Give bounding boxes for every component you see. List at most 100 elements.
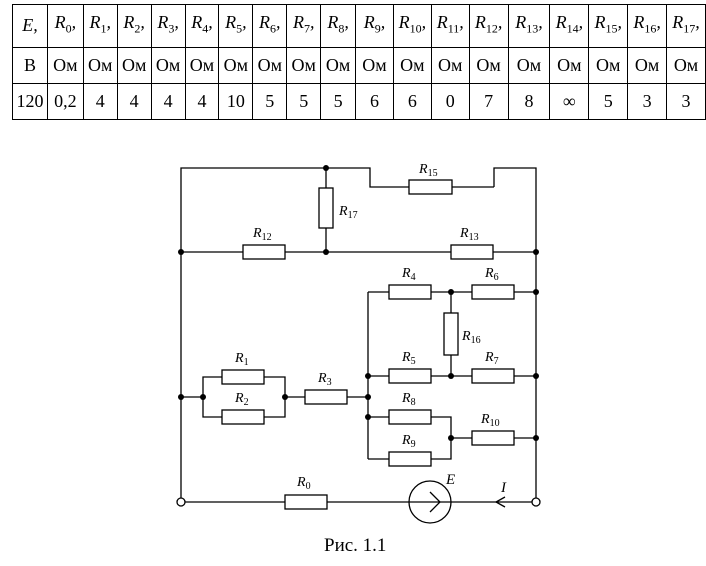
header-symbol: R <box>363 12 375 32</box>
unit-cell: Ом <box>588 46 629 84</box>
header-subscript: 16 <box>644 21 657 36</box>
header-symbol: R <box>594 12 606 32</box>
label-r8: R8 <box>401 391 416 408</box>
header-symbol: R <box>515 12 527 32</box>
unit-cell: Ом <box>286 46 322 84</box>
value-cell: ∞ <box>549 82 590 120</box>
header-subscript: 8 <box>338 21 345 36</box>
header-subscript: 15 <box>605 21 618 36</box>
header-cell: R9, <box>355 4 394 48</box>
header-cell: R8, <box>320 4 357 48</box>
resistor-r15 <box>408 179 453 195</box>
unit-cell: Ом <box>46 46 84 84</box>
unit-cell: Ом <box>549 46 590 84</box>
unit-cell: Ом <box>468 46 509 84</box>
header-cell: R10, <box>392 4 432 48</box>
value-cell: 5 <box>286 82 322 120</box>
label-r5: R5 <box>401 350 416 367</box>
resistor-r1 <box>221 369 265 385</box>
junction-dot <box>323 165 329 171</box>
label-r0: R0 <box>296 475 311 492</box>
resistor-r0 <box>284 494 328 510</box>
resistor-r10 <box>471 430 515 446</box>
header-subscript: 5 <box>236 21 243 36</box>
junction-dot <box>323 249 329 255</box>
header-symbol: R <box>555 12 567 32</box>
unit-cell: Ом <box>150 46 186 84</box>
header-symbol: R <box>672 12 684 32</box>
label-r16: R16 <box>461 329 481 346</box>
header-subscript: 17 <box>683 21 696 36</box>
header-subscript: 11 <box>447 21 460 36</box>
header-symbol: R <box>633 12 645 32</box>
resistor-r3 <box>304 389 348 405</box>
header-symbol: R <box>436 12 448 32</box>
terminal-left <box>176 497 186 507</box>
junction-dot <box>282 394 288 400</box>
label-r6: R6 <box>484 266 499 283</box>
unit-cell: Ом <box>666 46 706 84</box>
header-subscript: 13 <box>526 21 539 36</box>
resistor-r12 <box>242 244 286 260</box>
resistor-r2 <box>221 409 265 425</box>
resistor-r4 <box>388 284 432 300</box>
resistor-r16 <box>443 312 459 356</box>
header-symbol: R <box>225 12 237 32</box>
figure-caption: Рис. 1.1 <box>324 535 387 556</box>
value-cell: 120 <box>12 82 48 120</box>
terminal-right <box>531 497 541 507</box>
label-r9: R9 <box>401 433 416 450</box>
header-subscript: 10 <box>409 21 422 36</box>
header-subscript: 1 <box>100 21 107 36</box>
header-cell: R7, <box>286 4 322 48</box>
value-cell: 4 <box>116 82 152 120</box>
header-cell: R15, <box>588 4 629 48</box>
value-cell: 0,2 <box>46 82 84 120</box>
junction-dot <box>533 249 539 255</box>
resistor-r17 <box>318 187 334 229</box>
header-symbol: R <box>292 12 304 32</box>
header-symbol: R <box>259 12 271 32</box>
junction-dot <box>200 394 206 400</box>
resistor-r9 <box>388 451 432 467</box>
value-cell: 7 <box>468 82 509 120</box>
header-cell: R12, <box>468 4 509 48</box>
header-cell: R16, <box>627 4 668 48</box>
header-symbol: R <box>398 12 410 32</box>
value-cell: 5 <box>252 82 288 120</box>
value-cell: 4 <box>184 82 220 120</box>
junction-dot <box>365 373 371 379</box>
header-subscript: 0 <box>65 21 72 36</box>
header-subscript: 12 <box>485 21 498 36</box>
value-cell: 6 <box>392 82 432 120</box>
junction-dot <box>448 435 454 441</box>
emf-source <box>408 480 452 524</box>
header-subscript: 6 <box>270 21 277 36</box>
unit-cell: Ом <box>320 46 357 84</box>
junction-dot <box>448 373 454 379</box>
header-subscript: 3 <box>168 21 175 36</box>
label-r3: R3 <box>317 371 332 388</box>
unit-cell: Ом <box>392 46 432 84</box>
label-r4: R4 <box>401 266 416 283</box>
junction-dot <box>533 373 539 379</box>
junction-dot <box>365 394 371 400</box>
header-symbol: R <box>191 12 203 32</box>
header-subscript: 14 <box>566 21 579 36</box>
value-cell: 4 <box>82 82 118 120</box>
value-cell: 5 <box>320 82 357 120</box>
header-cell: R5, <box>218 4 254 48</box>
value-cell: 3 <box>627 82 668 120</box>
header-subscript: 4 <box>202 21 209 36</box>
resistor-r8 <box>388 409 432 425</box>
value-cell: 6 <box>355 82 394 120</box>
label-r7: R7 <box>484 350 499 367</box>
unit-cell: Ом <box>430 46 470 84</box>
junction-dot <box>533 289 539 295</box>
header-symbol: R <box>54 12 66 32</box>
header-cell: R11, <box>430 4 470 48</box>
junction-dot <box>533 435 539 441</box>
header-cell: R13, <box>507 4 551 48</box>
label-e: E <box>445 472 455 488</box>
